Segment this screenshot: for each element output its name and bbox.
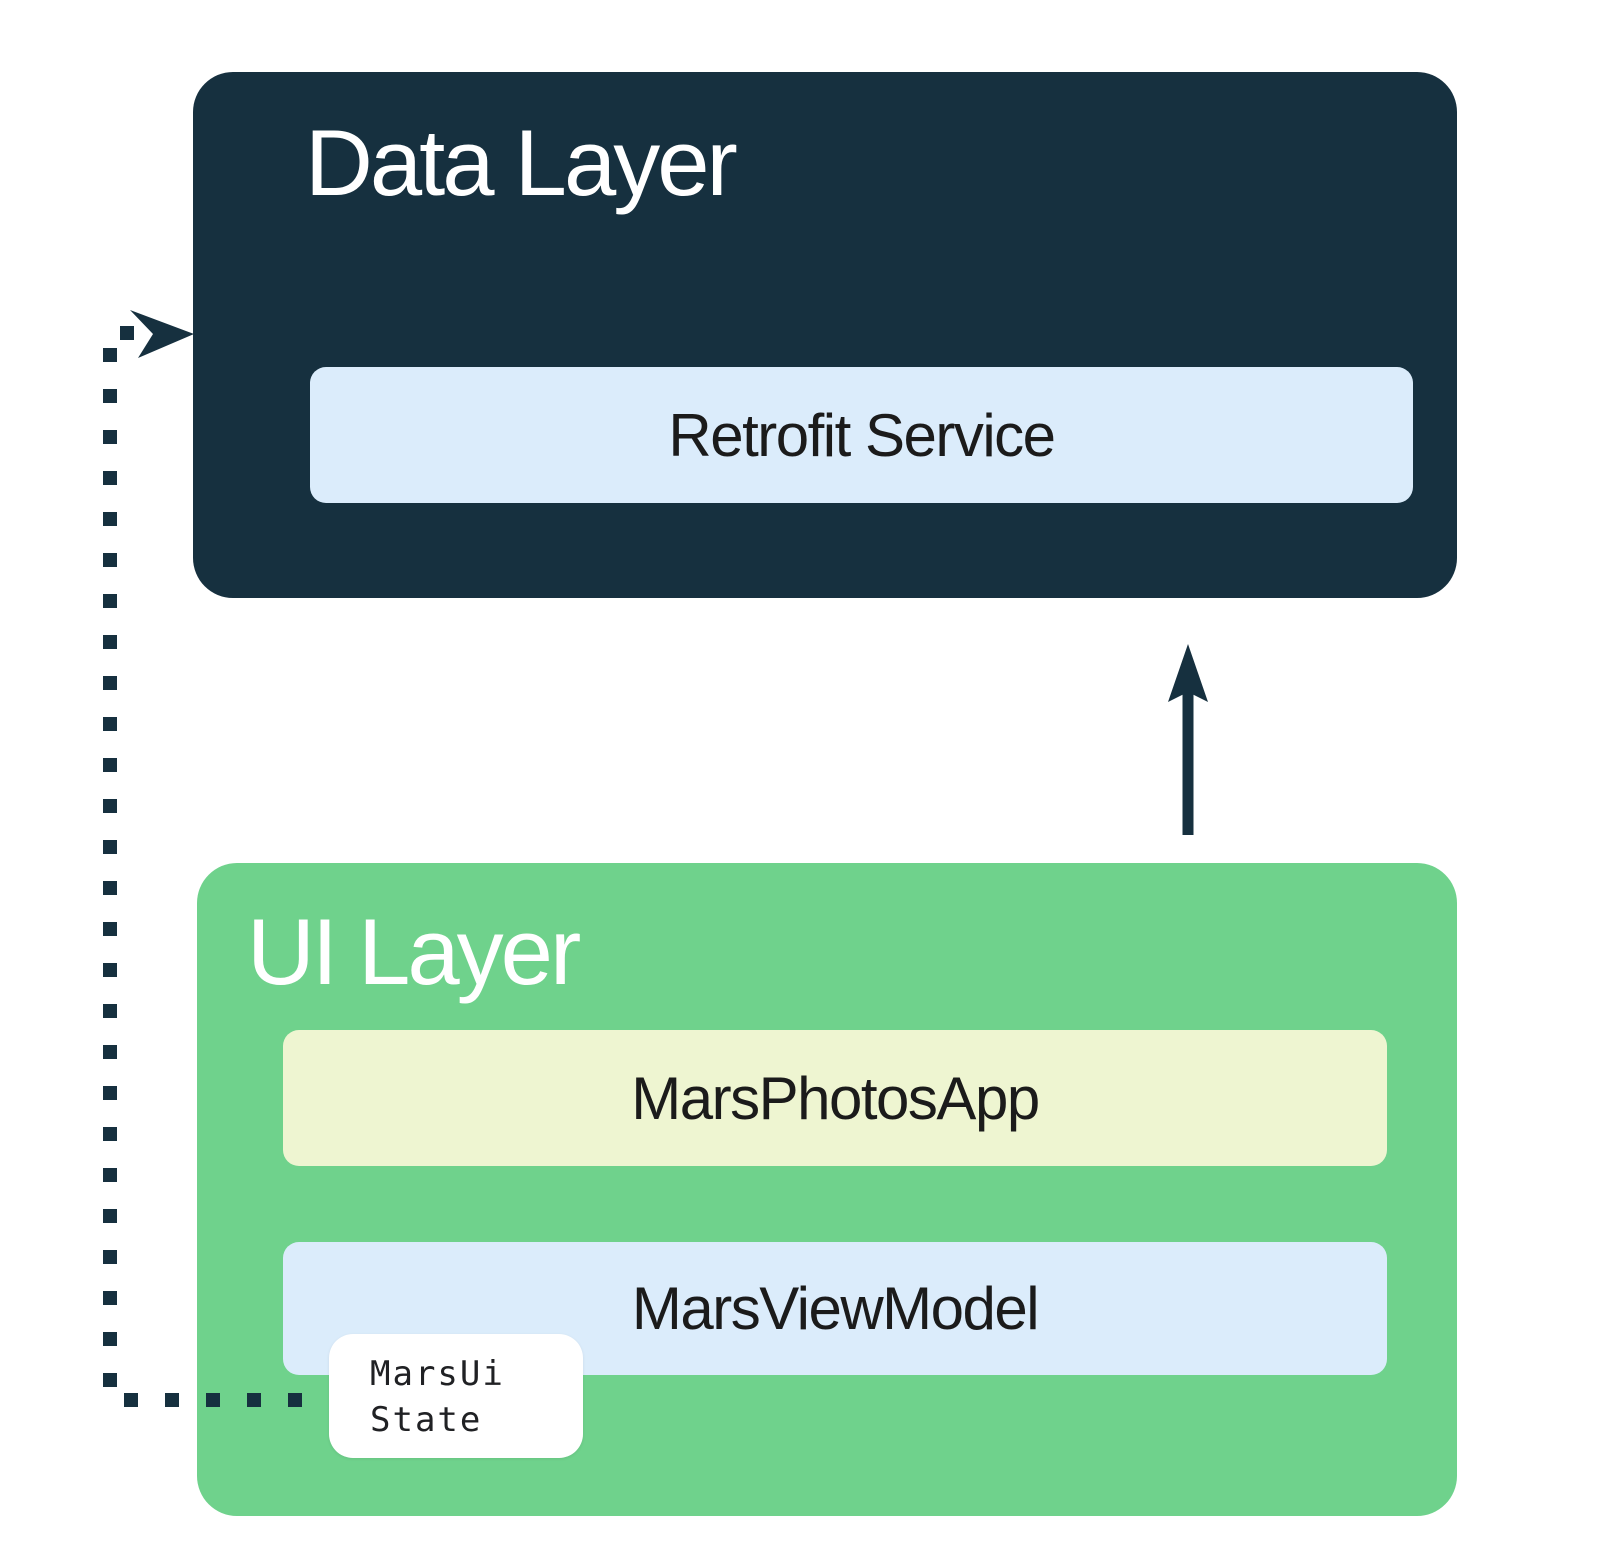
ui-layer-title: UI Layer [247, 899, 581, 1004]
retrofit-service-label: Retrofit Service [668, 401, 1056, 469]
retrofit-service-box: Retrofit Service [310, 367, 1413, 503]
marsphotosapp-box: MarsPhotosApp [283, 1030, 1387, 1166]
marsviewmodel-label: MarsViewModel [631, 1275, 1040, 1342]
data-layer-box: Data Layer Retrofit Service [193, 72, 1457, 598]
marsphotosapp-label: MarsPhotosApp [631, 1064, 1040, 1132]
solid-up-arrow-icon [1168, 644, 1208, 835]
marsui-state-label: MarsUi State [370, 1354, 505, 1440]
data-layer-title: Data Layer [305, 110, 738, 215]
marsui-state-box: MarsUi State [329, 1334, 583, 1458]
chevron-right-arrowhead-icon [130, 310, 194, 358]
